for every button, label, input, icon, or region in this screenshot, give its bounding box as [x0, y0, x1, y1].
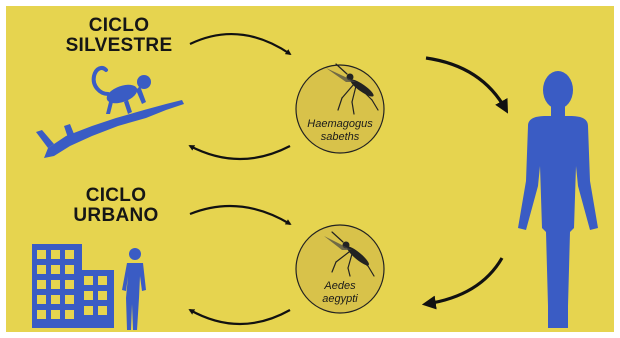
sylvatic-vector-species: sabeths — [321, 131, 360, 143]
sylvatic-cycle-title: CICLO SILVESTRE — [54, 16, 184, 56]
arrow-human-to-vector — [426, 258, 502, 304]
urban-title-line1: CICLO — [86, 185, 147, 206]
arrow-vector-to-silvestre — [190, 146, 290, 159]
transmission-diagram: CICLO SILVESTRE CICLO URBANO Haemagogus … — [6, 6, 614, 332]
human-silhouette-icon — [518, 71, 598, 328]
sylvatic-title-line2: SILVESTRE — [66, 35, 173, 56]
small-human-icon — [122, 248, 146, 330]
arrow-urbano-to-vector — [190, 206, 290, 224]
urban-vector-name: Aedes aegypti — [300, 280, 380, 306]
sylvatic-title-line1: CICLO — [89, 15, 150, 36]
urban-vector-genus: Aedes — [324, 280, 355, 292]
urban-cycle-title: CICLO URBANO — [56, 186, 176, 226]
sylvatic-vector-name: Haemagogus sabeths — [300, 118, 380, 144]
buildings-icon — [32, 244, 114, 328]
urban-title-line2: URBANO — [73, 205, 158, 226]
arrow-vector-to-urbano — [190, 310, 290, 324]
sylvatic-vector-genus: Haemagogus — [307, 118, 372, 130]
monkey-on-branch-icon — [36, 68, 184, 158]
arrow-silvestre-to-vector — [190, 34, 290, 54]
urban-vector-species: aegypti — [322, 293, 357, 305]
arrow-vector-to-human — [426, 58, 506, 110]
